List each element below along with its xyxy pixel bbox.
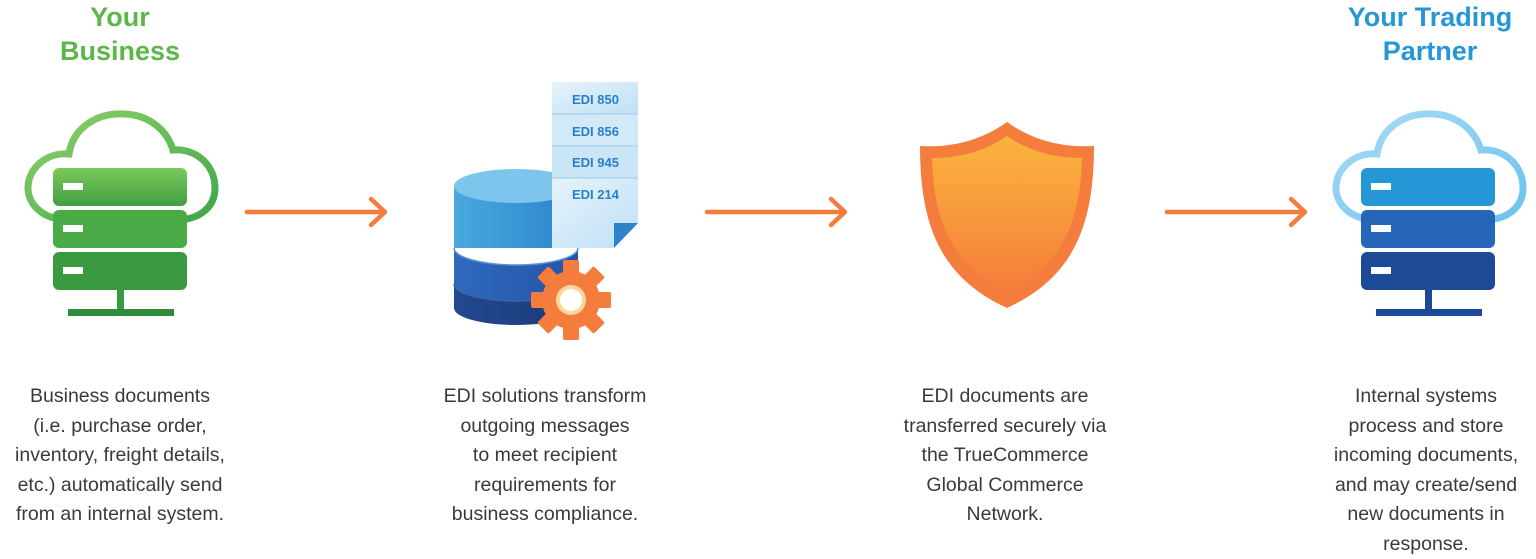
gear-icon — [531, 260, 611, 340]
edi-database-icon: EDI 850 EDI 856 EDI 945 EDI 214 — [453, 82, 638, 340]
partner-title: Your Trading Partner — [1315, 0, 1536, 68]
business-title-line1: Your — [90, 2, 150, 32]
business-server-cloud-icon — [24, 110, 219, 316]
arrow-right-icon — [244, 196, 388, 228]
network-description: EDI documents are transferred securely v… — [903, 385, 1107, 525]
edi-doc-label: EDI 945 — [572, 155, 619, 170]
edi-doc-label: EDI 856 — [572, 124, 619, 139]
arrow-right-icon — [1164, 196, 1308, 228]
shield-icon — [920, 122, 1094, 308]
business-title-line2: Business — [59, 36, 181, 66]
partner-description: Internal systems process and store incom… — [1333, 385, 1519, 555]
partner-title-line2: Partner — [1382, 36, 1478, 66]
arrow-right-icon — [704, 196, 848, 228]
partner-server-cloud-icon — [1332, 110, 1527, 316]
partner-title-line1: Your Trading — [1347, 2, 1513, 32]
business-description: Business documents (i.e. purchase order,… — [15, 385, 225, 525]
edi-doc-label: EDI 850 — [572, 92, 619, 107]
edi-description: EDI solutions transform outgoing message… — [443, 385, 647, 525]
business-title: Your Business — [20, 0, 220, 68]
edi-doc-label: EDI 214 — [572, 187, 620, 202]
